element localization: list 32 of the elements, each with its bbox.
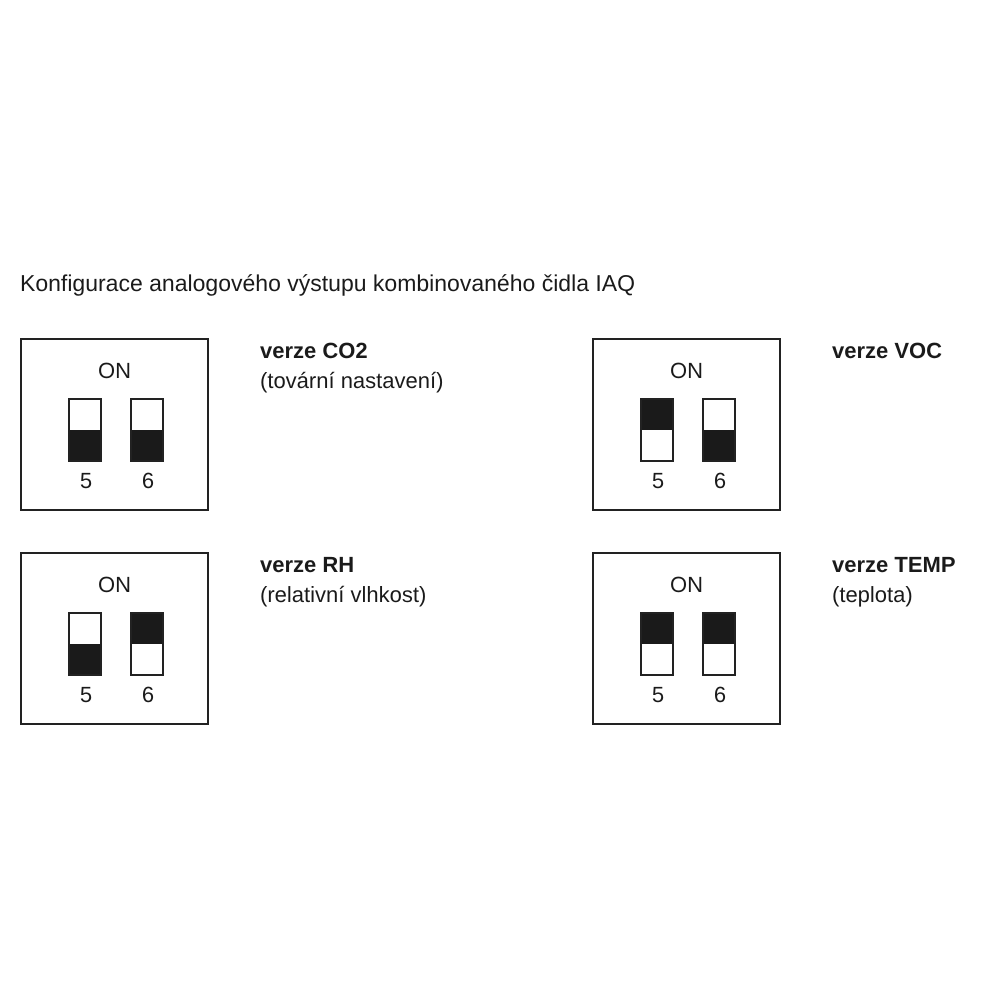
switch-number: 6 — [140, 682, 156, 708]
mode-heading: verze CO2 — [260, 338, 368, 364]
mode-heading: verze VOC — [832, 338, 942, 364]
dip-switch — [130, 398, 164, 462]
on-label: ON — [98, 572, 131, 598]
dip-switch — [640, 612, 674, 676]
switch-number: 6 — [712, 468, 728, 494]
mode-note: (tovární nastavení) — [260, 368, 444, 394]
switch-number: 5 — [650, 682, 666, 708]
dip-switch-panel — [20, 338, 209, 511]
mode-note: (relativní vlhkost) — [260, 582, 426, 608]
dip-switch-panel — [592, 338, 781, 511]
switch-number: 5 — [78, 682, 94, 708]
mode-heading: verze TEMP — [832, 552, 956, 578]
on-label: ON — [98, 358, 131, 384]
diagram-title: Konfigurace analogového výstupu kombinovaného čidla IAQ — [20, 270, 636, 297]
on-label: ON — [670, 572, 703, 598]
dip-switch — [702, 612, 736, 676]
switch-number: 5 — [78, 468, 94, 494]
on-label: ON — [670, 358, 703, 384]
switch-number: 6 — [712, 682, 728, 708]
switch-number: 5 — [650, 468, 666, 494]
switch-number: 6 — [140, 468, 156, 494]
dip-switch — [68, 612, 102, 676]
dip-switch-panel — [592, 552, 781, 725]
dip-switch-panel — [20, 552, 209, 725]
dip-switch — [130, 612, 164, 676]
dip-switch — [702, 398, 736, 462]
mode-note: (teplota) — [832, 582, 913, 608]
dip-switch — [68, 398, 102, 462]
dip-switch — [640, 398, 674, 462]
mode-heading: verze RH — [260, 552, 354, 578]
